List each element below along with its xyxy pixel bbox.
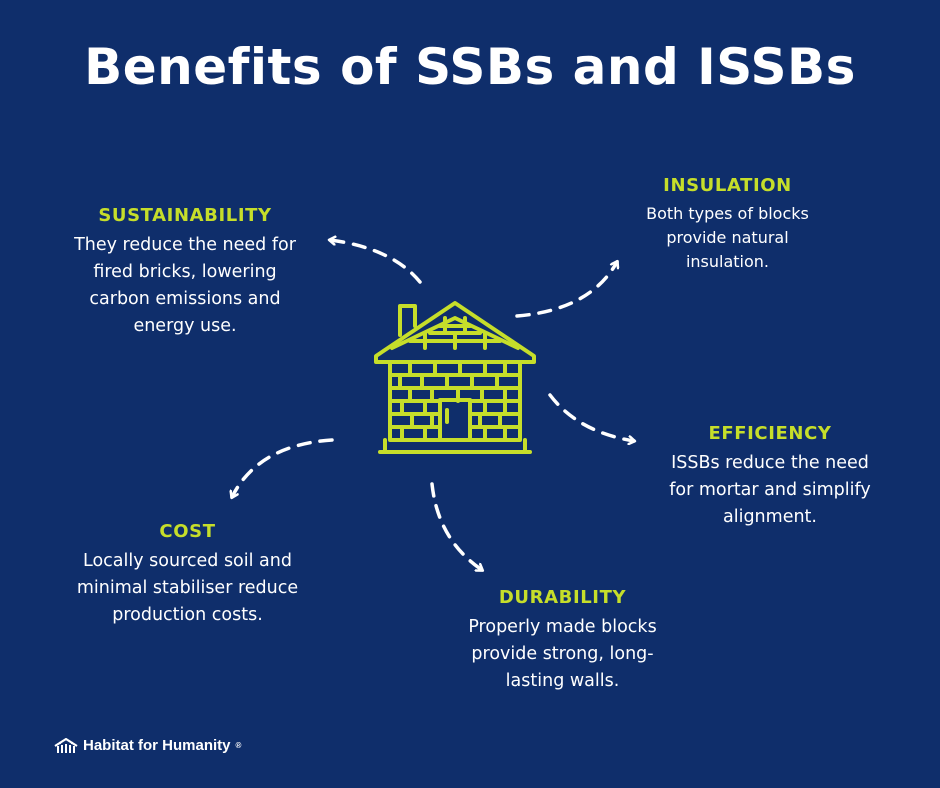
- habitat-logo: Habitat for Humanity ®: [54, 737, 241, 754]
- efficiency-block: EFFICIENCY ISSBs reduce the need for mor…: [655, 423, 885, 531]
- habitat-logo-icon: [54, 737, 78, 753]
- logo-text: Habitat for Humanity: [83, 737, 231, 754]
- sustainability-line: carbon emissions and: [89, 289, 281, 309]
- arrow-to-sustainability: [330, 240, 422, 284]
- sustainability-line: energy use.: [133, 316, 237, 336]
- arrow-to-cost: [232, 438, 334, 497]
- cost-line: Locally sourced soil and: [83, 551, 292, 571]
- insulation-block: INSULATION Both types of blocks provide …: [625, 175, 830, 274]
- cost-line: production costs.: [112, 605, 263, 625]
- page-title: Benefits of SSBs and ISSBs: [84, 38, 856, 96]
- cost-heading: COST: [159, 521, 216, 542]
- efficiency-line: alignment.: [723, 507, 817, 527]
- insulation-heading: INSULATION: [663, 175, 792, 196]
- durability-line: lasting walls.: [505, 671, 620, 691]
- insulation-line: insulation.: [685, 252, 770, 271]
- sustainability-text: They reduce the need for fired bricks, l…: [45, 232, 325, 340]
- efficiency-text: ISSBs reduce the need for mortar and sim…: [655, 450, 885, 531]
- registered-mark: ®: [235, 741, 242, 750]
- insulation-line: Both types of blocks: [646, 204, 809, 223]
- sustainability-block: SUSTAINABILITY They reduce the need for …: [45, 205, 325, 340]
- insulation-text: Both types of blocks provide natural ins…: [625, 202, 830, 274]
- sustainability-line: fired bricks, lowering: [93, 262, 277, 282]
- efficiency-line: ISSBs reduce the need: [671, 453, 869, 473]
- durability-block: DURABILITY Properly made blocks provide …: [465, 587, 660, 695]
- sustainability-line: They reduce the need for: [74, 235, 296, 255]
- cost-text: Locally sourced soil and minimal stabili…: [60, 548, 315, 629]
- cost-line: minimal stabiliser reduce: [76, 578, 299, 598]
- cost-block: COST Locally sourced soil and minimal st…: [60, 521, 315, 629]
- arrow-to-durability: [430, 482, 482, 570]
- durability-line: Properly made blocks: [468, 617, 657, 637]
- durability-heading: DURABILITY: [498, 587, 627, 608]
- sustainability-heading: SUSTAINABILITY: [98, 205, 272, 226]
- arrow-to-insulation: [515, 262, 617, 318]
- insulation-line: provide natural: [666, 228, 789, 247]
- brick-house-icon: [374, 301, 536, 454]
- durability-text: Properly made blocks provide strong, lon…: [465, 614, 660, 695]
- arrow-to-efficiency: [548, 393, 634, 441]
- durability-line: provide strong, long-: [471, 644, 654, 664]
- efficiency-heading: EFFICIENCY: [708, 423, 832, 444]
- efficiency-line: for mortar and simplify: [669, 480, 871, 500]
